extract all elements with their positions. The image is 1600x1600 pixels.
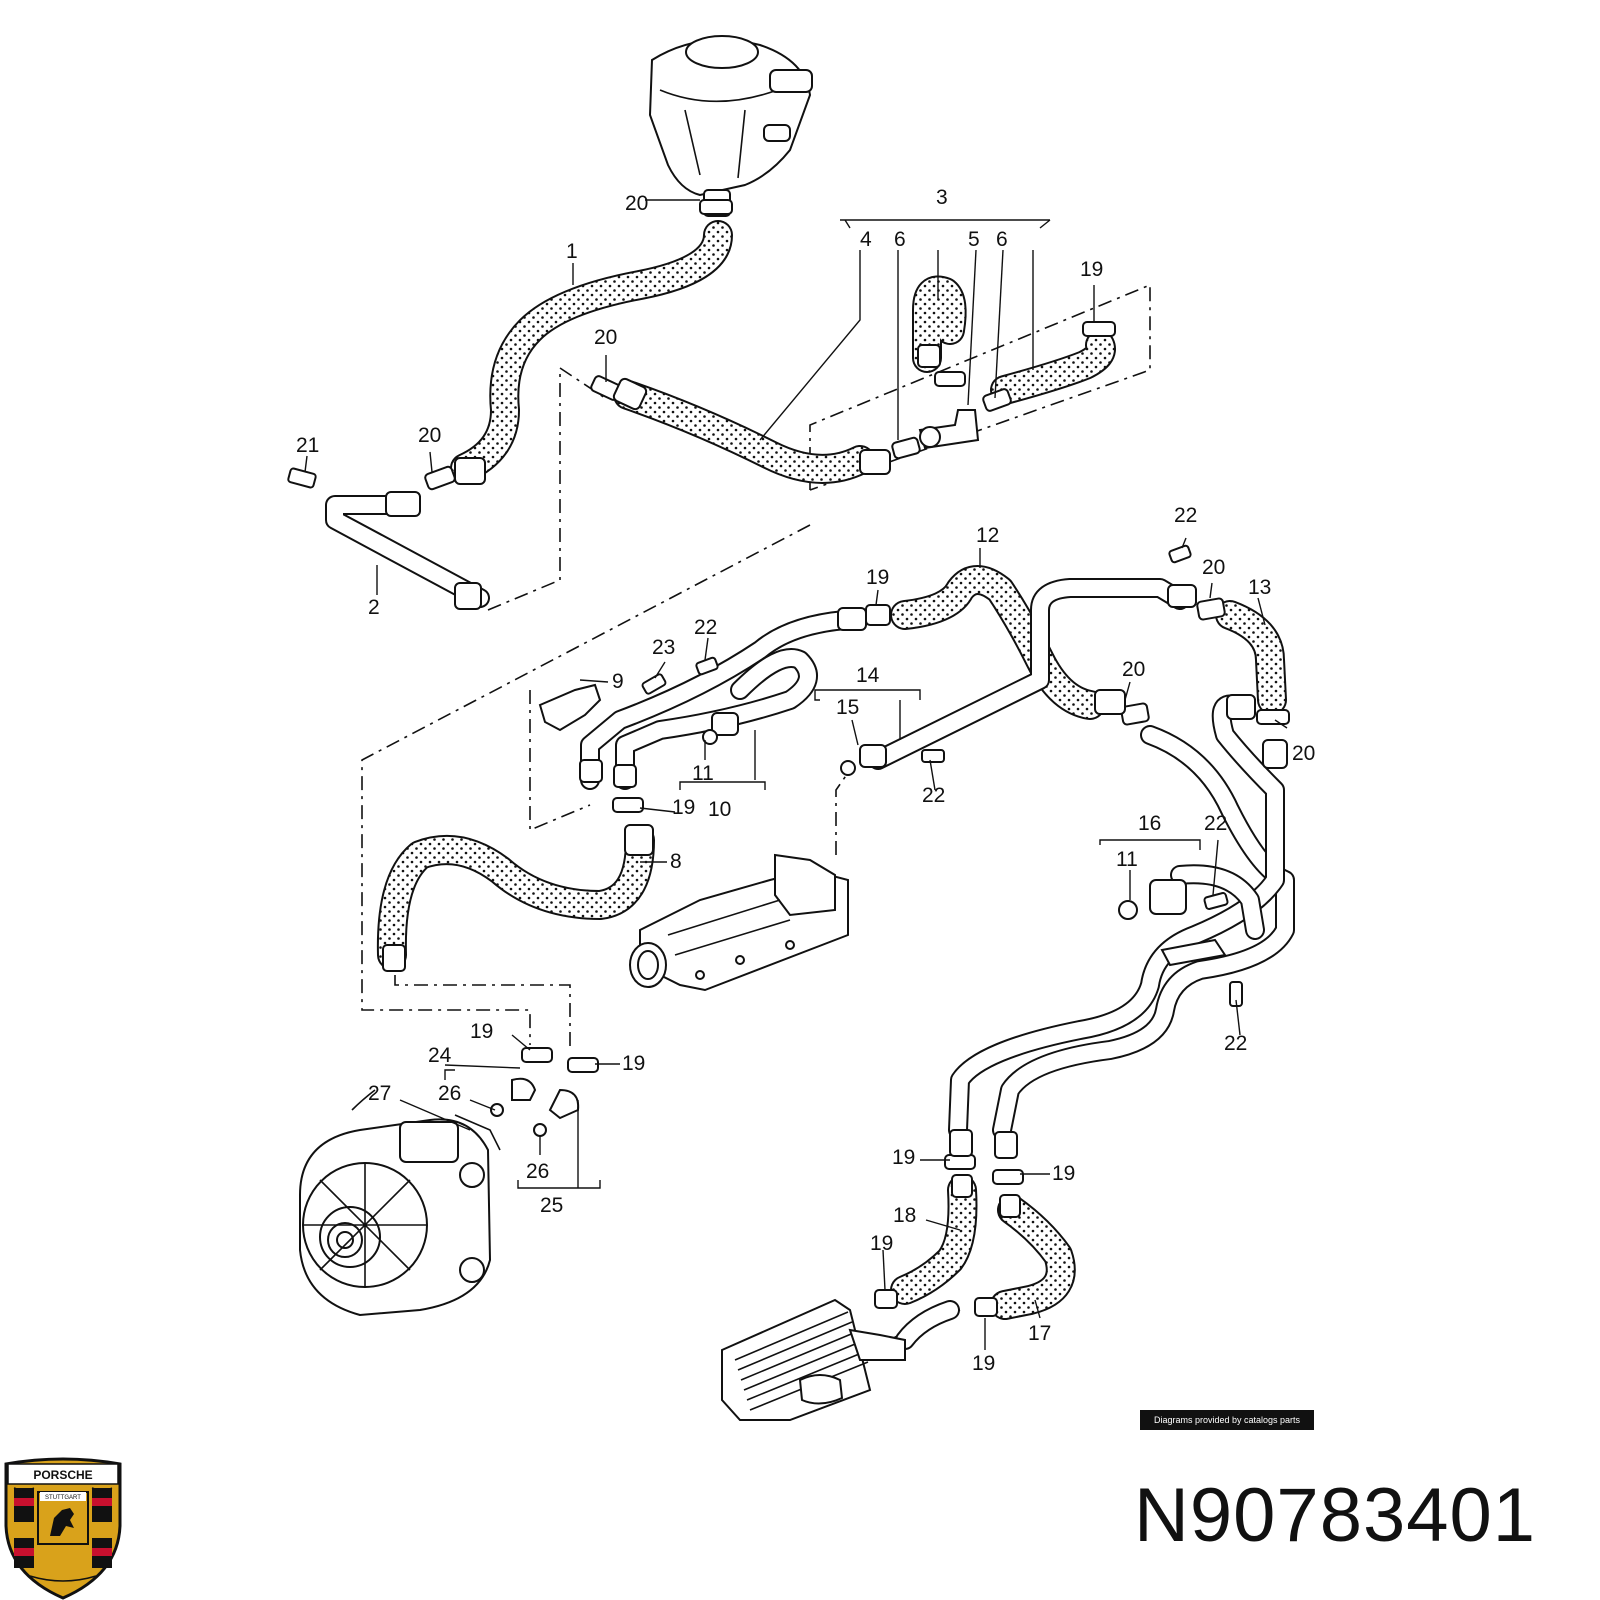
part-number: N90783401	[1134, 1473, 1537, 1558]
callout-14: 14	[856, 664, 880, 687]
callout-23: 23	[652, 636, 675, 659]
callout-27: 27	[368, 1082, 391, 1105]
alternator	[299, 1114, 501, 1317]
callout-20: 20	[418, 424, 441, 447]
callout-16: 16	[1138, 812, 1161, 835]
callout-8: 8	[670, 850, 682, 873]
callout-22: 22	[694, 616, 717, 639]
callout-22: 22	[1224, 1032, 1247, 1055]
callout-6: 6	[996, 228, 1008, 251]
callout-19: 19	[672, 796, 695, 819]
callout-9: 9	[612, 670, 624, 693]
callout-22: 22	[922, 784, 945, 807]
callout-1: 1	[566, 240, 578, 263]
callout-13: 13	[1248, 576, 1271, 599]
seals	[490, 1077, 580, 1137]
callout-2: 2	[368, 596, 380, 619]
callout-6: 6	[894, 228, 906, 251]
callout-4: 4	[860, 228, 872, 251]
callout-18: 18	[893, 1204, 916, 1227]
callout-10: 10	[708, 798, 731, 821]
callout-11: 11	[1116, 848, 1138, 871]
callout-26: 26	[438, 1082, 461, 1105]
callout-19: 19	[870, 1232, 893, 1255]
hose-clamps	[424, 199, 1290, 1317]
porsche-crest-icon: PORSCHE STUTTGART	[4, 1457, 122, 1600]
leader-lines	[304, 199, 1288, 1350]
callout-3: 3	[936, 186, 948, 209]
callout-22: 22	[1204, 812, 1227, 835]
dashed-group-frames	[361, 283, 1151, 1346]
callout-5: 5	[968, 228, 980, 251]
callout-22: 22	[1174, 504, 1197, 527]
crest-city-text: STUTTGART	[45, 1495, 81, 1501]
callout-11: 11	[692, 762, 714, 785]
fittings	[287, 344, 1288, 1218]
expansion-tank	[648, 35, 813, 217]
callout-12: 12	[976, 524, 999, 547]
callout-17: 17	[1028, 1322, 1051, 1345]
diagram-credit-label: Diagrams provided by catalogs parts	[1140, 1410, 1314, 1430]
crest-brand-text: PORSCHE	[33, 1468, 92, 1482]
callout-20: 20	[1122, 658, 1145, 681]
callout-labels: 1 2 3 4 5 6 6 8 9 10 11 11 12 13 14 15 1…	[296, 186, 1315, 1375]
callout-19: 19	[972, 1352, 995, 1375]
callout-20: 20	[625, 192, 648, 215]
callout-15: 15	[836, 696, 859, 719]
callout-24: 24	[428, 1044, 452, 1067]
callout-20: 20	[594, 326, 617, 349]
callout-21: 21	[296, 434, 319, 457]
callout-20: 20	[1292, 742, 1315, 765]
thermostat-housing	[629, 853, 849, 992]
callout-20: 20	[1202, 556, 1225, 579]
callout-25: 25	[540, 1194, 563, 1217]
callout-19: 19	[892, 1146, 915, 1169]
oil-cooler	[721, 1298, 906, 1421]
callout-19: 19	[1080, 258, 1103, 281]
callout-26: 26	[526, 1160, 549, 1183]
callout-19: 19	[622, 1052, 645, 1075]
dotted-hoses	[376, 220, 1287, 1320]
callout-19: 19	[866, 566, 889, 589]
callout-19: 19	[1052, 1162, 1075, 1185]
callout-19: 19	[470, 1020, 493, 1043]
